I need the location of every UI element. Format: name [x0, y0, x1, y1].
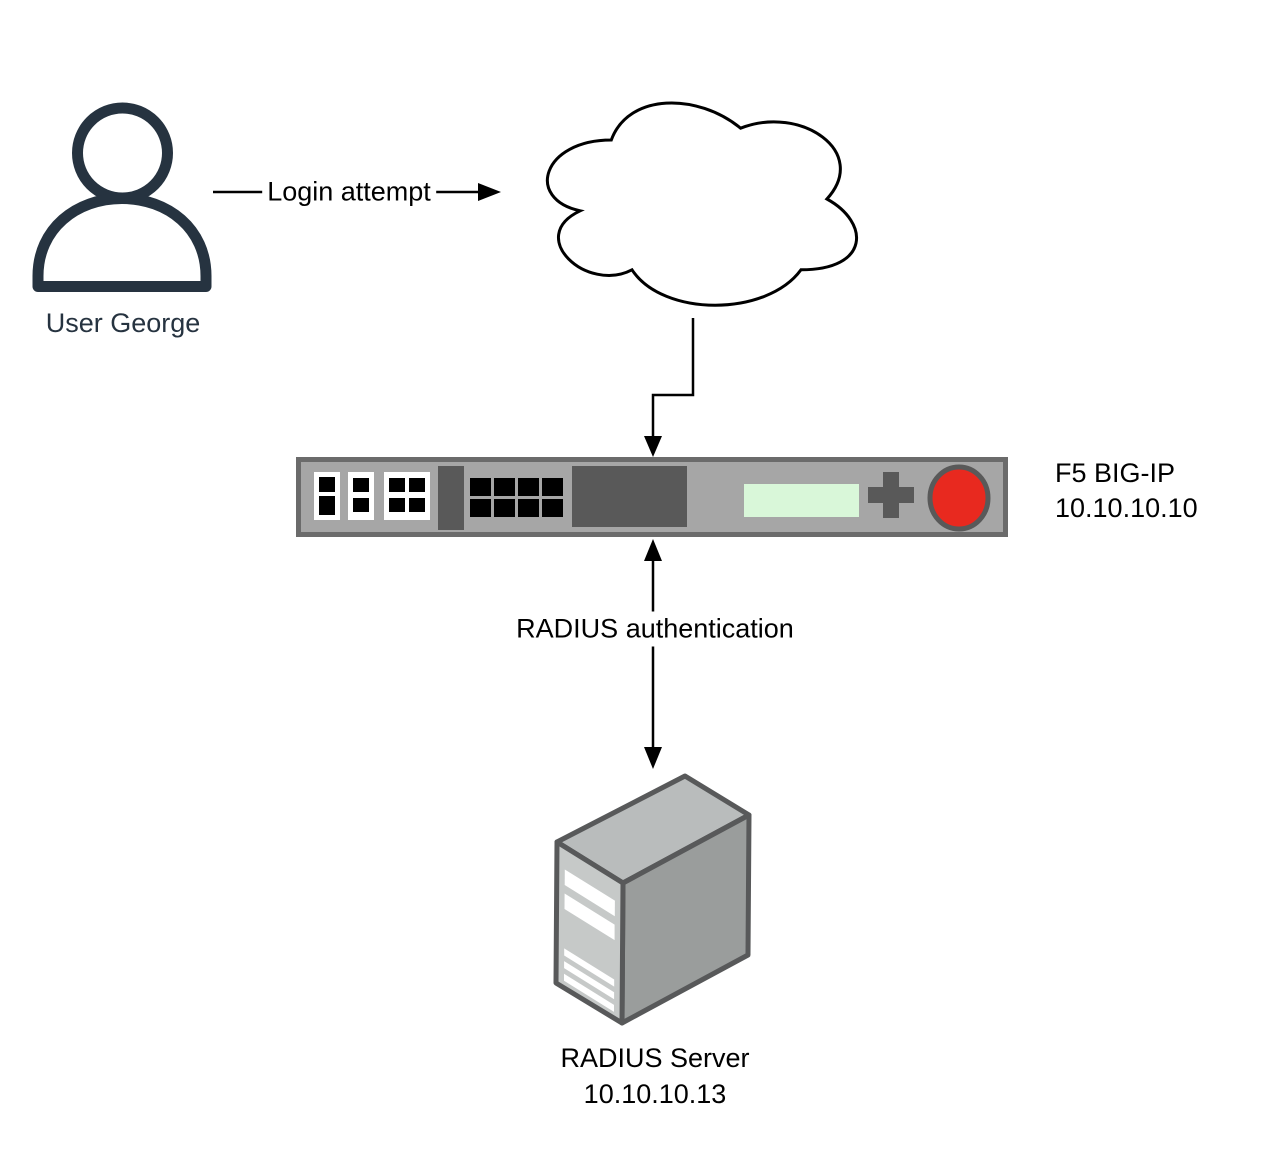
- user-shoulders: [32, 193, 212, 292]
- f5-node-label: F5 BIG-IP: [1055, 458, 1176, 488]
- arrowhead-up-icon: [644, 539, 662, 561]
- server-front-slots: [564, 869, 615, 1012]
- login-attempt-edge-label: Login attempt: [262, 174, 436, 210]
- f5-node-caption: F5 BIG-IP 10.10.10.10: [1055, 456, 1198, 526]
- radius-server-node-label: RADIUS Server: [560, 1043, 750, 1073]
- user-node-label: User George: [45, 308, 201, 338]
- user-head: [72, 102, 173, 204]
- appliance-ethernet-ports: [470, 478, 563, 517]
- cloud-to-f5-connector: [644, 318, 695, 457]
- f5-node-ip: 10.10.10.10: [1055, 493, 1198, 523]
- radius-server-node-caption: RADIUS Server 10.10.10.13: [560, 1040, 749, 1112]
- arrowhead-down-icon: [644, 747, 662, 769]
- arrowhead-down-icon: [644, 436, 662, 457]
- server-tower-icon: [553, 773, 752, 1026]
- appliance-dpad-icon: [868, 472, 914, 518]
- load-balancer-appliance-icon: [296, 457, 1008, 537]
- appliance-port-panels: [314, 472, 430, 520]
- radius-auth-arrow: [644, 539, 662, 769]
- user-icon: [32, 102, 212, 292]
- appliance-vent-panel: [572, 466, 687, 527]
- appliance-divider-bar: [438, 466, 464, 530]
- arrowhead-right-icon: [478, 183, 501, 201]
- cloud-icon: [546, 101, 858, 307]
- radius-server-node-ip: 10.10.10.13: [583, 1079, 727, 1109]
- radius-auth-edge-label: RADIUS authentication: [511, 611, 799, 647]
- appliance-lcd-screen: [744, 484, 859, 517]
- f5-red-ball-icon: [927, 464, 991, 532]
